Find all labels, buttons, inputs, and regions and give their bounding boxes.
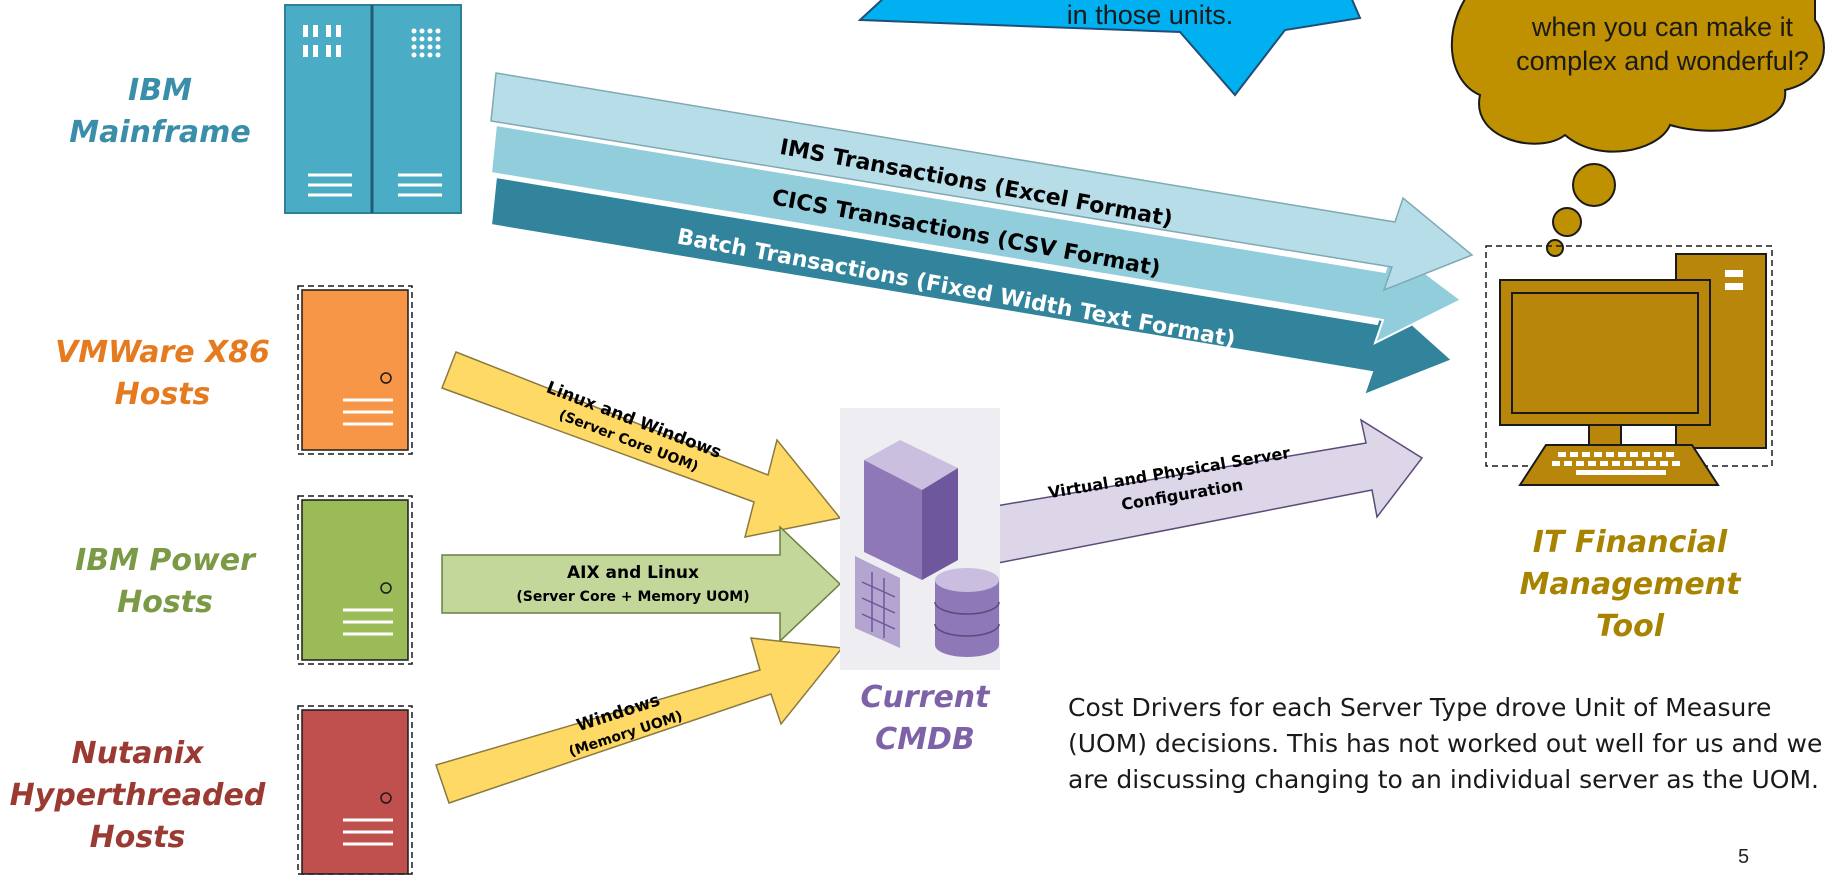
blue-callout — [857, 0, 1362, 97]
note-text: Cost Drivers for each Server Type drove … — [1068, 693, 1823, 794]
linux-windows-arrow: Linux and Windows (Server Core UOM) — [441, 351, 842, 538]
aix-linux-label: AIX and Linux — [567, 563, 699, 583]
blue-callout-text: in those units. — [1066, 0, 1234, 30]
nutanix-server-icon — [297, 705, 413, 875]
tool-label: IT Financial Management Tool — [1519, 525, 1741, 644]
cmdb-icon — [840, 408, 1000, 670]
aix-linux-arrow: AIX and Linux (Server Core + Memory UOM) — [441, 525, 842, 643]
vmware-label: VMWare X86 Hosts — [55, 335, 270, 412]
cmdb-label: Current CMDB — [860, 680, 990, 757]
power-server-icon — [297, 495, 413, 665]
windows-arrow: Windows (Memory UOM) — [435, 637, 844, 804]
computer-icon — [1485, 245, 1773, 486]
nutanix-label: Nutanix Hyperthreaded Hosts — [9, 736, 266, 855]
thought-cloud-text: when you can make it complex and wonderf… — [1516, 12, 1809, 76]
thought-cloud — [1450, 0, 1825, 257]
vmware-server-icon — [297, 285, 413, 455]
page-number: 5 — [1738, 846, 1750, 868]
config-arrow: Virtual and Physical Server Configuratio… — [989, 418, 1424, 564]
mainframe-icon — [284, 4, 462, 214]
power-label: IBM Power Hosts — [75, 543, 255, 620]
mainframe-label: IBM Mainframe — [69, 73, 251, 150]
aix-linux-uom-label: (Server Core + Memory UOM) — [516, 589, 749, 605]
